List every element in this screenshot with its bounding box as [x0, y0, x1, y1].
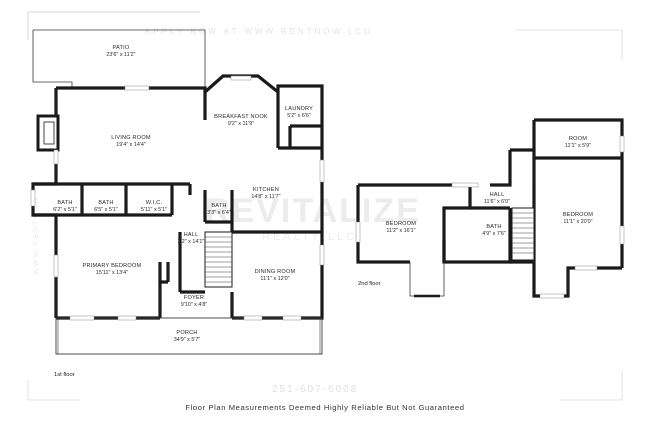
- room-bedroom-right: BEDROOM 11'1" x 20'0": [563, 212, 593, 225]
- watermark-brand: REVITALIZE: [205, 192, 421, 230]
- room-bath-2: BATH 6'5" x 5'1": [94, 200, 118, 213]
- svg-text:W.I.C.: W.I.C.: [146, 200, 163, 206]
- watermark-brand-sub: REALTY LLC: [262, 231, 357, 243]
- svg-text:19'4" x 14'4": 19'4" x 14'4": [116, 142, 146, 148]
- second-floor-plan: [355, 118, 625, 299]
- watermark-url: APPLY NOW AT WWW.RENTNOW.LCU: [145, 27, 373, 36]
- svg-text:3'3" x 6'4": 3'3" x 6'4": [207, 210, 231, 216]
- svg-text:HALL: HALL: [490, 192, 505, 198]
- svg-text:PORCH: PORCH: [176, 330, 197, 336]
- first-floor-label: 1st floor: [54, 372, 75, 378]
- svg-text:11'6" x 6'0": 11'6" x 6'0": [484, 199, 510, 205]
- svg-text:BREAKFAST NOOK: BREAKFAST NOOK: [214, 114, 268, 120]
- watermark-phone: 251-607-6008: [272, 384, 358, 395]
- room-living-room: LIVING ROOM 19'4" x 14'4": [111, 135, 151, 148]
- first-floor-plan: [30, 29, 325, 355]
- room-hall-1: HALL 3'2" x 14'1": [178, 232, 205, 245]
- svg-text:BATH: BATH: [57, 200, 72, 206]
- svg-text:34'9" x 5'7": 34'9" x 5'7": [174, 337, 201, 343]
- room-bedroom-left: BEDROOM 11'2" x 16'1": [386, 221, 416, 234]
- svg-text:6'5" x 5'1": 6'5" x 5'1": [94, 207, 118, 213]
- svg-text:9'2" x 11'9": 9'2" x 11'9": [228, 121, 254, 127]
- room-foyer: FOYER 9'10" x 4'8": [181, 295, 208, 308]
- second-floor-label: 2nd floor: [358, 281, 381, 287]
- room-hall-2: HALL 11'6" x 6'0": [484, 192, 510, 205]
- room-patio: PATIO 23'6" x 11'2": [106, 45, 135, 58]
- svg-text:ROOM: ROOM: [569, 136, 587, 142]
- svg-text:9'10" x 4'8": 9'10" x 4'8": [181, 302, 208, 308]
- svg-text:11'1" x 20'0": 11'1" x 20'0": [563, 219, 592, 225]
- svg-text:HALL: HALL: [184, 232, 199, 238]
- svg-text:11'1" x 5'9": 11'1" x 5'9": [565, 143, 591, 149]
- svg-text:BATH: BATH: [211, 203, 226, 209]
- svg-text:11'2" x 16'1": 11'2" x 16'1": [386, 228, 415, 234]
- room-bath-4: BATH 4'9" x 7'6": [482, 224, 506, 237]
- svg-text:KITCHEN: KITCHEN: [253, 187, 279, 193]
- room-dining-room: DINING ROOM 11'1" x 12'0": [255, 269, 296, 282]
- room-bath-1: BATH 6'2" x 5'1": [53, 200, 77, 213]
- room-breakfast-nook: BREAKFAST NOOK 9'2" x 11'9": [214, 114, 268, 127]
- svg-text:BATH: BATH: [98, 200, 113, 206]
- room-porch: PORCH 34'9" x 5'7": [174, 330, 201, 343]
- svg-text:BEDROOM: BEDROOM: [386, 221, 416, 227]
- svg-text:6'2" x 5'1": 6'2" x 5'1": [53, 207, 77, 213]
- svg-text:14'8" x 11'7": 14'8" x 11'7": [251, 194, 280, 200]
- frame: [27, 11, 623, 401]
- disclaimer: Floor Plan Measurements Deemed Highly Re…: [185, 403, 464, 412]
- svg-text:PRIMARY BEDROOM: PRIMARY BEDROOM: [83, 263, 142, 269]
- svg-text:BATH: BATH: [486, 224, 501, 230]
- svg-text:5'11" x 5'1": 5'11" x 5'1": [141, 207, 167, 213]
- watermark-side: WWW.RENTNOW: [33, 195, 40, 275]
- svg-text:LIVING ROOM: LIVING ROOM: [111, 135, 151, 141]
- room-kitchen: KITCHEN 14'8" x 11'7": [251, 187, 280, 200]
- svg-text:23'6" x 11'2": 23'6" x 11'2": [106, 52, 135, 58]
- svg-text:DINING ROOM: DINING ROOM: [255, 269, 296, 275]
- svg-text:FOYER: FOYER: [184, 295, 204, 301]
- room-room: ROOM 11'1" x 5'9": [565, 136, 591, 149]
- svg-text:PATIO: PATIO: [113, 45, 130, 51]
- room-laundry: LAUNDRY 5'2" x 6'6": [285, 106, 313, 119]
- svg-text:LAUNDRY: LAUNDRY: [285, 106, 313, 112]
- svg-text:3'2" x 14'1": 3'2" x 14'1": [178, 239, 205, 245]
- room-bath-3: BATH 3'3" x 6'4": [207, 203, 231, 216]
- svg-text:BEDROOM: BEDROOM: [563, 212, 593, 218]
- svg-text:15'11" x 13'4": 15'11" x 13'4": [96, 270, 128, 276]
- room-wic: W.I.C. 5'11" x 5'1": [141, 200, 167, 213]
- svg-text:5'2" x 6'6": 5'2" x 6'6": [287, 113, 311, 119]
- svg-text:4'9" x 7'6": 4'9" x 7'6": [482, 231, 506, 237]
- svg-text:11'1" x 12'0": 11'1" x 12'0": [260, 276, 289, 282]
- room-primary-bedroom: PRIMARY BEDROOM 15'11" x 13'4": [83, 263, 142, 276]
